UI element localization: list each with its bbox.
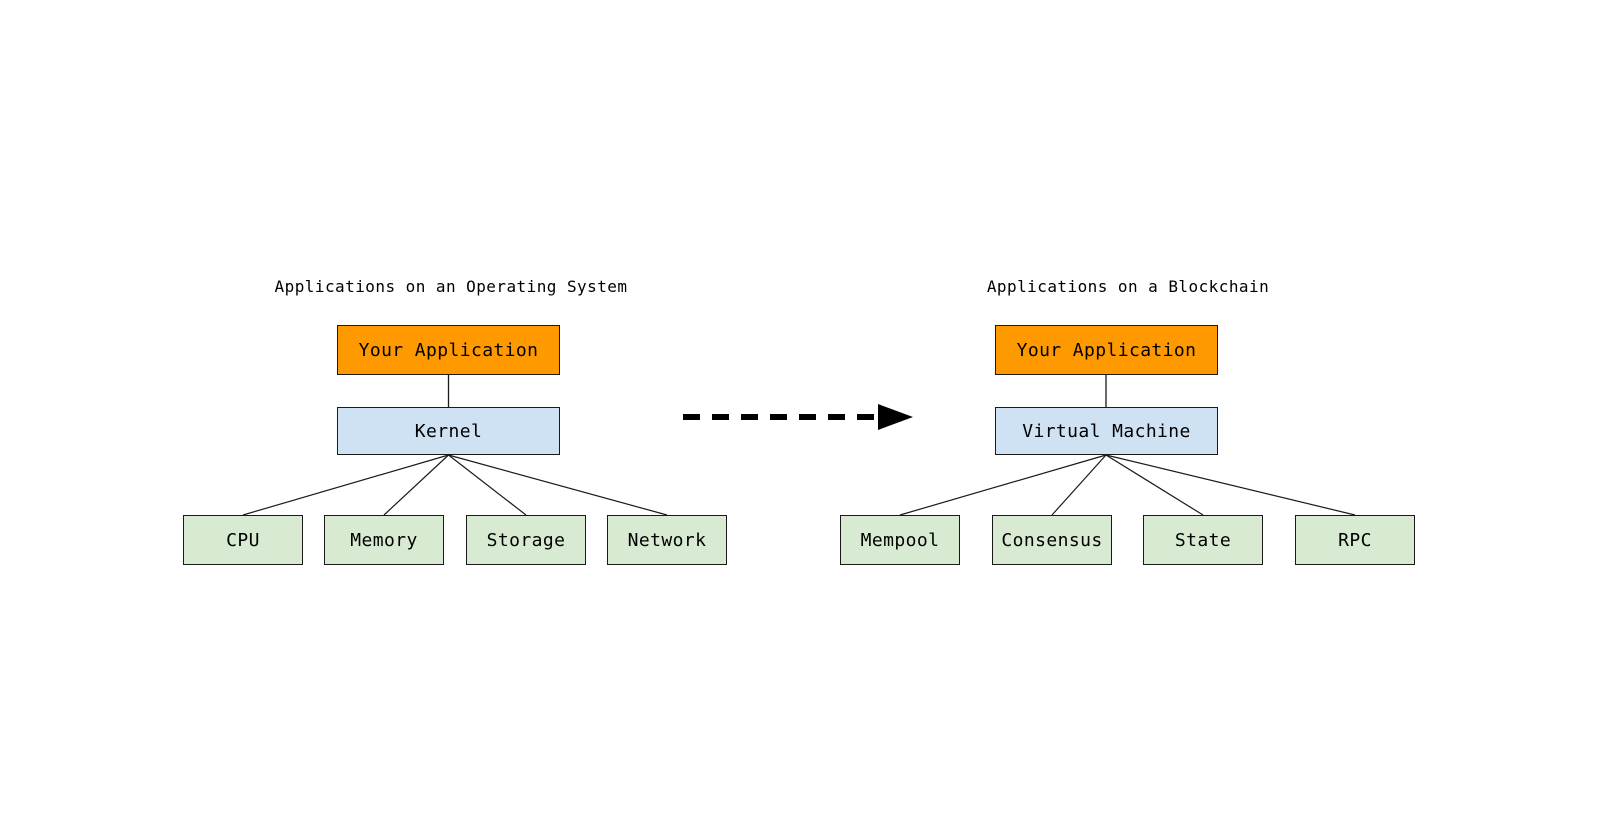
right-fan-line-mempool — [899, 454, 1107, 516]
blockchain-your-application-label: Your Application — [1016, 339, 1197, 361]
blockchain-consensus-label: Consensus — [1001, 529, 1103, 551]
right-fan-line-state — [1105, 454, 1204, 516]
os-your-application-node: Your Application — [337, 325, 560, 375]
blockchain-consensus-node: Consensus — [992, 515, 1112, 565]
transform-arrow-head — [878, 404, 913, 430]
left-fan-line-memory — [383, 454, 449, 516]
blockchain-mempool-label: Mempool — [860, 529, 940, 551]
os-storage-label: Storage — [486, 529, 566, 551]
os-network-node: Network — [607, 515, 727, 565]
os-your-application-label: Your Application — [358, 339, 539, 361]
os-cpu-label: CPU — [226, 529, 260, 551]
os-memory-label: Memory — [350, 529, 418, 551]
left-fan-line-cpu — [242, 454, 449, 516]
os-network-label: Network — [627, 529, 707, 551]
os-kernel-node: Kernel — [337, 407, 560, 455]
blockchain-state-node: State — [1143, 515, 1263, 565]
blockchain-virtual-machine-node: Virtual Machine — [995, 407, 1218, 455]
right-diagram-title: Applications on a Blockchain — [986, 277, 1270, 296]
right-fan-line-rpc — [1105, 454, 1356, 516]
blockchain-mempool-node: Mempool — [840, 515, 960, 565]
left-fan-line-storage — [448, 454, 527, 516]
os-kernel-label: Kernel — [414, 420, 483, 442]
blockchain-state-label: State — [1174, 529, 1232, 551]
blockchain-your-application-node: Your Application — [995, 325, 1218, 375]
left-fan-line-network — [448, 454, 668, 516]
blockchain-rpc-label: RPC — [1338, 529, 1372, 551]
os-cpu-node: CPU — [183, 515, 303, 565]
blockchain-virtual-machine-label: Virtual Machine — [1022, 420, 1191, 442]
os-storage-node: Storage — [466, 515, 586, 565]
os-memory-node: Memory — [324, 515, 444, 565]
left-diagram-title: Applications on an Operating System — [274, 277, 628, 296]
blockchain-rpc-node: RPC — [1295, 515, 1415, 565]
right-fan-line-consensus — [1051, 454, 1107, 516]
